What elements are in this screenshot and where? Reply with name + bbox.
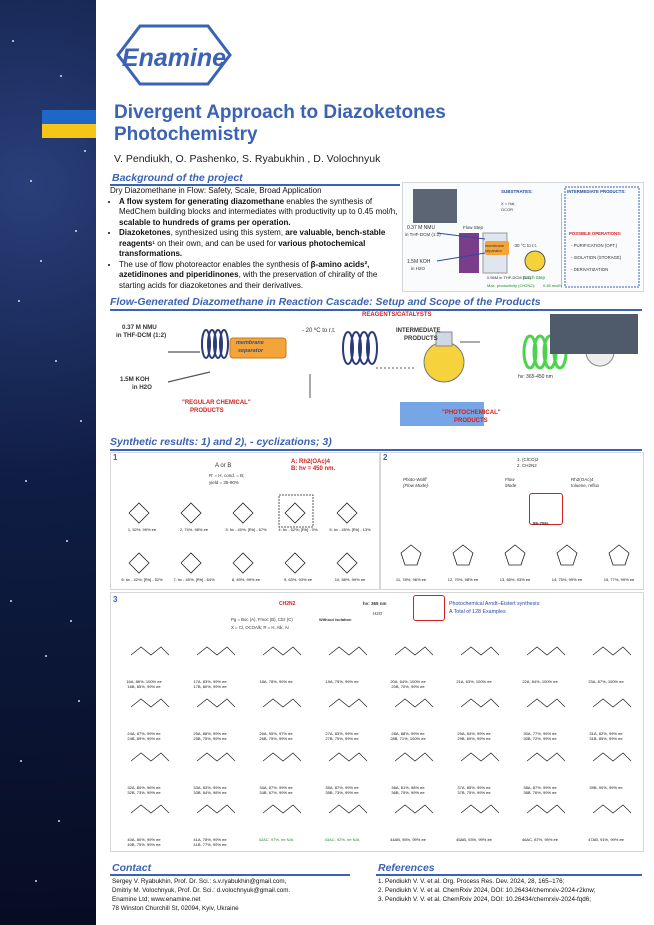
references-text: 1. Pendiukh V. V. et al. Org. Process Re… (378, 878, 596, 903)
synth-rule (110, 449, 642, 451)
background-figure: 0.37 M NMU in THF-DCM (1:2) 1.5M KOH in … (402, 182, 644, 292)
brand-name: Enamine (122, 44, 226, 72)
panel-3: 3 CH2N2 hv: 365 nm H2O Without isolation… (110, 592, 644, 852)
background-heading: Background of the project (112, 172, 243, 184)
background-rule (110, 184, 400, 186)
panel-3-structures (130, 646, 632, 814)
flow-heading: Flow-Generated Diazomethane in Reaction … (110, 296, 541, 308)
synth-heading: Synthetic results: 1) and 2), - cyclizat… (110, 436, 332, 448)
contact-rule (110, 874, 350, 876)
poster-title: Divergent Approach to Diazoketones Photo… (114, 102, 446, 145)
references-rule (376, 874, 642, 876)
flow-setup-figure: 0.37 M NMU in THF-DCM (1:2) 1.5M KOH in … (110, 312, 642, 434)
panel-2: 2 1. (ClCO)2 2. CH2N2 Photo-Wolff (Flow … (380, 452, 644, 590)
starry-sidebar (0, 0, 96, 925)
panel-2-structures (400, 544, 630, 566)
background-text: Dry Diazomethane in Flow: Safety, Scale,… (110, 186, 398, 291)
contact-text: Sergey V. Ryabukhin, Prof. Dr. Sci.: s.v… (112, 878, 291, 912)
arndt-product-box (413, 595, 445, 621)
enamine-logo: Enamine (116, 24, 232, 86)
ukraine-flag (42, 110, 96, 138)
authors: V. Pendiukh, O. Pashenko, S. Ryabukhin ,… (114, 153, 381, 165)
panel-1: 1 A or B A: Rh2(OAc)4 B: hv = 450 nm. R'… (110, 452, 380, 590)
contact-heading: Contact (112, 862, 152, 874)
flow-setup-diagram (167, 314, 638, 426)
references-heading: References (378, 862, 435, 874)
panel-1-structures (128, 494, 358, 574)
content-panel: Enamine Divergent Approach to Diazoketon… (96, 0, 654, 925)
flow-rule (110, 309, 642, 311)
product-box (529, 493, 563, 525)
flow-photo-diagram (413, 186, 640, 288)
